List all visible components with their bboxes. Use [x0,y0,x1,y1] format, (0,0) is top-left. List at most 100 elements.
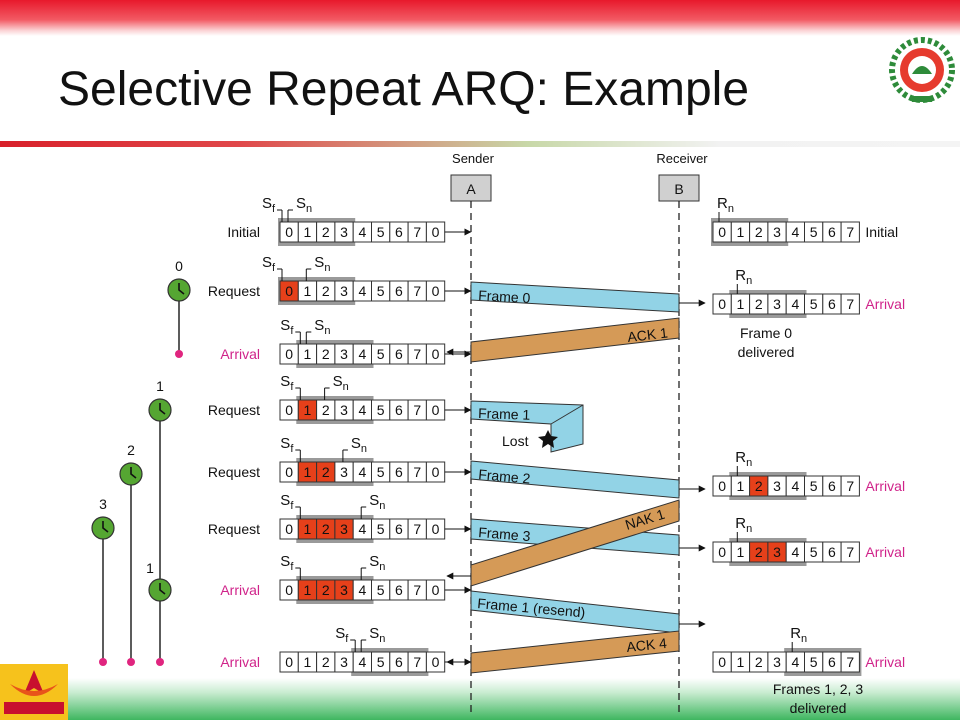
sender-node-label: A [466,181,476,197]
sequence-number: 1 [304,582,312,598]
sequence-number: 3 [340,464,348,480]
sequence-number: 2 [755,296,763,312]
sf-pointer-label: Sf [280,492,294,512]
sn-pointer-label: Sn [296,195,312,215]
sequence-number: 2 [322,582,330,598]
rn-pointer-label: Rn [735,515,752,535]
sequence-number: 0 [285,464,293,480]
sequence-number: 7 [413,582,421,598]
sequence-number: 3 [340,402,348,418]
sequence-number: 1 [737,296,745,312]
sequence-cell [840,651,860,673]
sequence-number: 2 [322,521,330,537]
sequence-number: 4 [791,296,799,312]
sequence-number: 0 [432,654,440,670]
frame3-label: Frame 3 [478,524,531,544]
sequence-number: 6 [395,654,403,670]
sequence-number: 5 [810,224,818,240]
sequence-number: 2 [755,224,763,240]
sequence-number: 0 [432,402,440,418]
sender-row-label: Request [208,464,260,480]
sequence-number: 6 [395,582,403,598]
sequence-number: 7 [846,544,854,560]
sequence-number: 5 [377,582,385,598]
sequence-number: 7 [413,654,421,670]
ack4-band [470,630,680,674]
timer-clock-icon: 1 [148,378,172,422]
sequence-number: 1 [737,224,745,240]
sequence-number: 0 [718,654,726,670]
sequence-number: 4 [358,346,366,362]
sequence-number: 6 [395,224,403,240]
sequence-number: 0 [432,464,440,480]
sequence-number: 0 [285,346,293,362]
sf-pointer-label: Sf [280,317,294,337]
receiver-row-label: Arrival [865,296,905,312]
sequence-number: 2 [322,346,330,362]
nak1-band [470,499,680,587]
sequence-cell [425,579,446,601]
sequence-number: 1 [304,654,312,670]
sequence-number: 7 [413,283,421,299]
sequence-number: 2 [322,402,330,418]
sequence-number: 1 [304,402,312,418]
receiver-note-frame0-line1: Frame 0 [740,325,792,341]
sequence-number: 4 [791,544,799,560]
sequence-number: 0 [718,296,726,312]
bottom-accent-bar [0,678,960,720]
ack1-band [470,317,680,363]
sender-row-label: Arrival [220,654,260,670]
sequence-number: 0 [432,521,440,537]
timer-label: 0 [175,258,183,274]
sequence-number: 6 [828,224,836,240]
receiver-notes: Frame 0 delivered Frames 1, 2, 3 deliver… [738,325,864,716]
sequence-number: 0 [285,402,293,418]
timer-clock-icon: 0 [167,258,191,302]
frame1-label: Frame 1 [478,405,531,423]
sequence-cell [840,293,860,315]
frame2-label: Frame 2 [478,466,532,487]
sequence-number: 0 [285,582,293,598]
sf-pointer-label: Sf [280,373,294,393]
sequence-number: 4 [358,402,366,418]
sequence-cell [425,399,446,421]
timer-dot [99,658,107,666]
timer-lines [99,294,183,666]
sn-pointer-label: Sn [369,625,385,645]
sequence-number: 5 [810,544,818,560]
sequence-number: 3 [340,654,348,670]
receiver-row-label: Arrival [865,544,905,560]
sequence-number: 7 [413,464,421,480]
sequence-cell [840,221,860,243]
sequence-cell [425,461,446,483]
sequence-number: 6 [395,464,403,480]
sn-pointer-label: Sn [351,435,367,455]
sender-label: Sender [452,151,495,166]
sn-pointer-label: Sn [333,373,349,393]
sequence-number: 3 [340,283,348,299]
sequence-cell [425,651,446,673]
sequence-number: 2 [755,654,763,670]
timer-dot [175,350,183,358]
sn-pointer-label: Sn [314,254,330,274]
sequence-number: 1 [304,224,312,240]
sender-row-label: Initial [227,224,260,240]
sequence-number: 5 [810,296,818,312]
timer-label: 1 [156,378,164,394]
sequence-number: 7 [846,224,854,240]
sequence-number: 6 [395,283,403,299]
sequence-number: 7 [846,478,854,494]
sequence-cell [425,518,446,540]
messages: Frame 0 ACK 1 Frame 1 Lost Frame 2 NAK 1… [446,281,706,674]
sequence-cell [840,541,860,563]
